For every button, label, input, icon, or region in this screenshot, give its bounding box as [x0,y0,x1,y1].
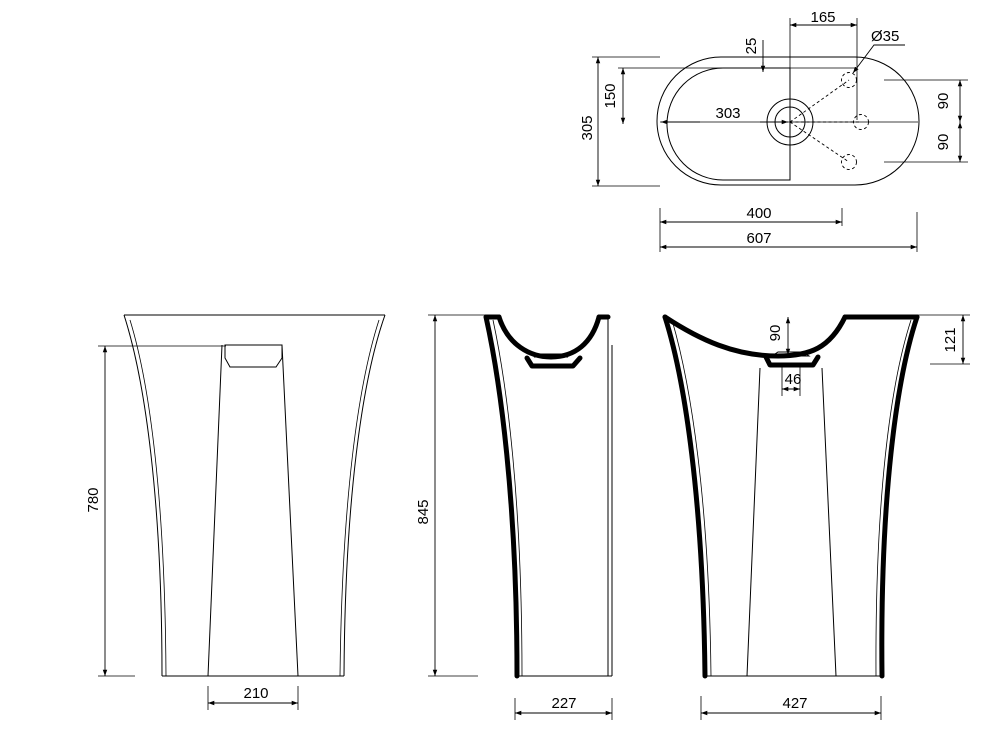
side-shell [483,314,611,679]
section-left-shell [662,314,708,679]
front-right-profile [343,314,386,677]
dim-150-label: 150 [602,83,619,108]
tap-hole-bottom [841,154,857,170]
dim-845-label: 845 [415,499,432,524]
dim-dia35-label: Ø35 [871,28,899,45]
side-back-edge [607,317,613,676]
dim-227-label: 227 [551,695,576,712]
side-bowl [496,314,602,360]
tap-hole-top [841,72,857,88]
basin-outline-outer [656,56,920,186]
dim-90-lower-label: 90 [935,134,952,151]
side-shell-inner [492,319,523,677]
section-drain-cap [770,351,811,357]
front-right-profile-inner [339,319,380,677]
tap-radial-lines [789,79,861,163]
section-right-shell-inner [875,319,912,677]
dim-427-label: 427 [782,695,807,712]
section-left-shell-inner [671,319,712,677]
dim-305-label: 305 [579,115,596,140]
dim-165-label: 165 [810,9,835,26]
dim-400-label: 400 [746,205,771,222]
dim-210-label: 210 [243,685,268,702]
dim-780-label: 780 [85,487,102,512]
dim-s90-label: 90 [767,325,784,342]
dim-25-label: 25 [743,38,760,55]
side-view: 845 227 [415,314,613,720]
front-overflow-box [224,344,283,368]
side-drain-cap [533,353,569,358]
top-view: 165 Ø35 25 150 305 303 90 90 400 [579,9,968,252]
section-drain [763,354,821,368]
section-bowl [662,314,848,359]
dim-121-label: 121 [942,327,959,352]
side-drain [524,355,583,369]
section-view: 90 46 121 427 [662,314,970,720]
dim-607-label: 607 [746,230,771,247]
front-panel [207,344,299,677]
dim-303-label: 303 [715,105,740,122]
basin-outline-inner [666,67,791,181]
dim-90-upper-label: 90 [935,93,952,110]
front-left-profile-inner [129,319,167,677]
dim-46-label: 46 [785,371,802,388]
section-right-shell [879,314,920,679]
section-panel [746,367,837,677]
front-left-profile [123,314,163,677]
dim-dia35-leader [852,44,905,74]
front-view: 780 210 [85,314,386,710]
